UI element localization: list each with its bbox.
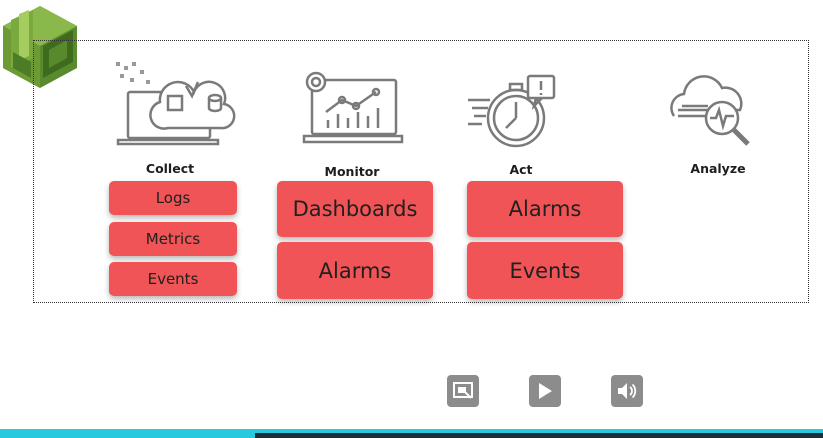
screen-capture-button[interactable] (447, 375, 479, 407)
diagram-frame (33, 40, 809, 303)
analyze-label: Analyze (690, 161, 746, 176)
collect-item-metrics: Metrics (109, 222, 237, 256)
act-item-alarms: Alarms (467, 181, 623, 237)
laptop-chart-gear-icon (302, 71, 404, 144)
cloudwatch-logo (3, 6, 77, 88)
collect-item-logs: Logs (109, 181, 237, 215)
collect-item-events: Events (109, 262, 237, 296)
cloud-laptop-lambda-icon (116, 62, 236, 146)
play-icon (539, 383, 552, 399)
screen-capture-icon (453, 382, 473, 399)
act-label: Act (509, 162, 533, 177)
monitor-label: Monitor (324, 164, 380, 179)
stopwatch-alert-icon (468, 74, 556, 148)
collect-label: Collect (145, 161, 195, 176)
monitor-item-dashboards: Dashboards (277, 181, 433, 237)
progress-track (0, 433, 823, 438)
play-button[interactable] (529, 375, 561, 407)
cloud-magnifier-icon (670, 75, 750, 146)
act-item-events: Events (467, 242, 623, 299)
progress-played (0, 433, 256, 438)
video-progress-bar[interactable] (0, 429, 823, 438)
volume-button[interactable] (611, 375, 643, 407)
volume-icon (618, 383, 637, 399)
monitor-item-alarms: Alarms (277, 242, 433, 299)
